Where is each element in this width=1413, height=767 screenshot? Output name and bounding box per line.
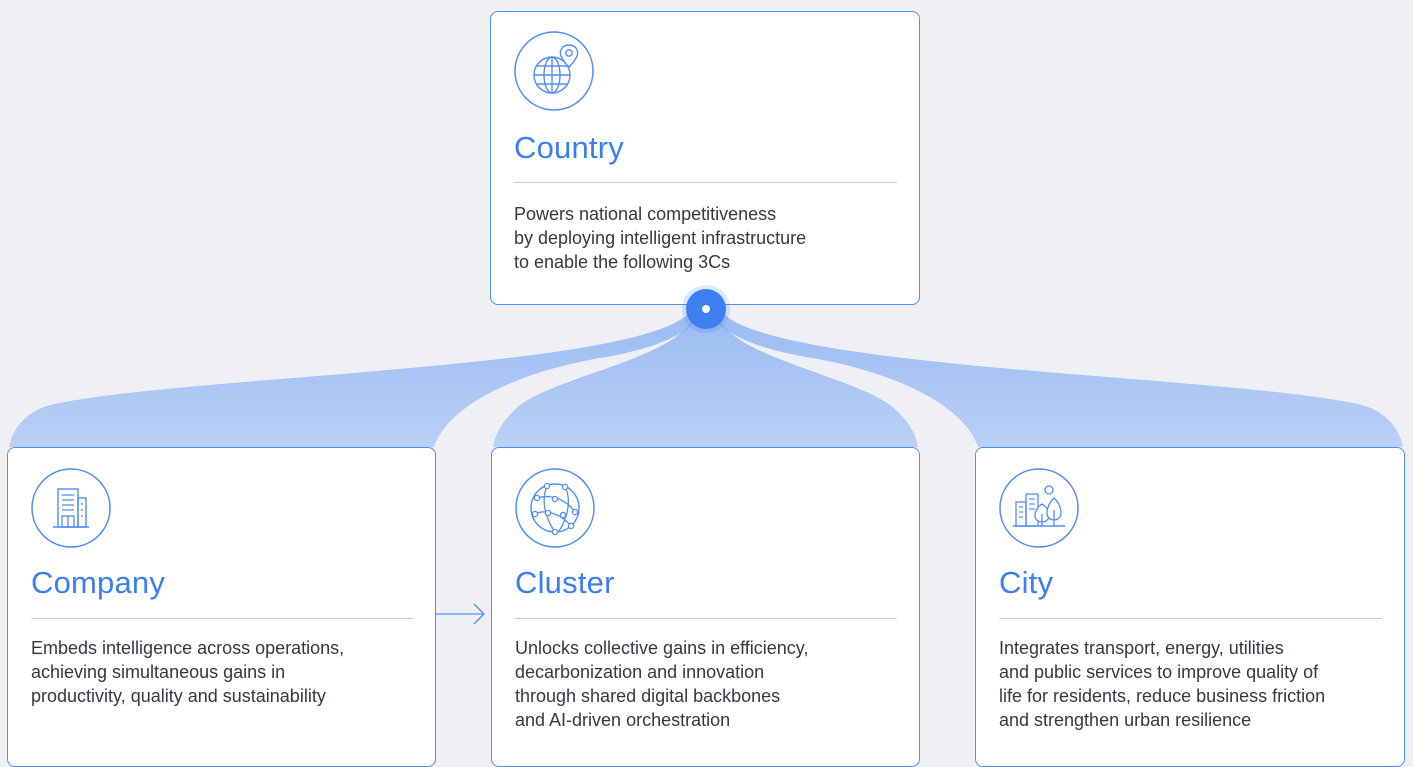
country-divider <box>514 182 897 183</box>
ribbon-to-cluster <box>493 312 918 447</box>
country-title: Country <box>514 130 624 165</box>
company-title: Company <box>31 565 166 600</box>
hub-node <box>686 289 726 329</box>
globe-location-pin-icon <box>514 31 594 111</box>
ribbon-to-city <box>707 312 1403 447</box>
company-description: Embeds intelligence across operations, a… <box>31 638 345 706</box>
ribbon-to-company <box>9 312 705 447</box>
arrow-right-icon <box>436 603 485 625</box>
cluster-card: Cluster Unlocks collective gains in effi… <box>491 447 920 767</box>
office-building-icon <box>31 468 111 548</box>
hub-node-center <box>702 305 710 313</box>
company-divider <box>31 618 413 619</box>
company-card: Company Embeds intelligence across opera… <box>7 447 436 767</box>
city-card: City Integrates transport, energy, utili… <box>975 447 1405 767</box>
city-title: City <box>999 565 1054 600</box>
cluster-description: Unlocks collective gains in efficiency, … <box>515 638 809 730</box>
city-divider <box>999 618 1382 619</box>
network-globe-icon <box>515 468 595 548</box>
city-description: Integrates transport, energy, utilities … <box>999 638 1326 730</box>
cluster-divider <box>515 618 897 619</box>
country-card: Country Powers national competitiveness … <box>490 11 920 305</box>
city-trees-icon <box>999 468 1079 548</box>
cluster-title: Cluster <box>515 565 615 600</box>
country-description: Powers national competitiveness by deplo… <box>514 204 807 272</box>
